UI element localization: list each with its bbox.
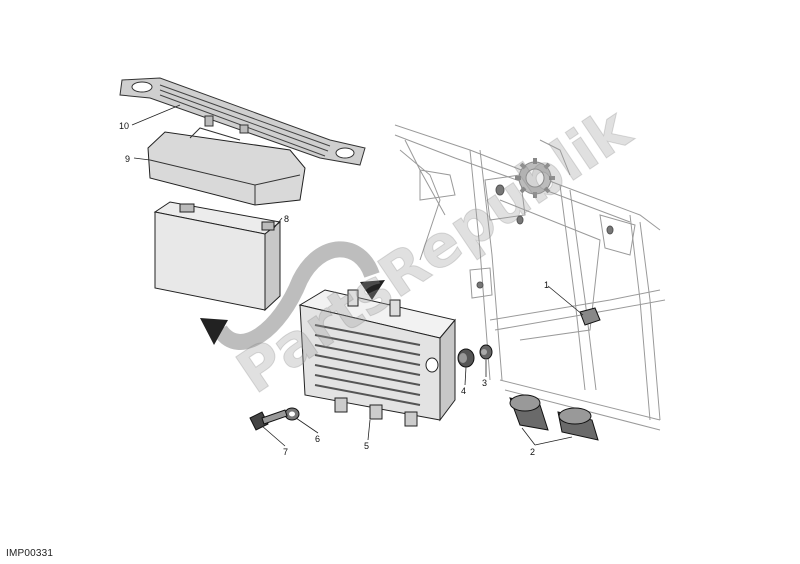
battery: [153, 201, 282, 312]
spacer-left: [509, 394, 549, 431]
grommet: [457, 348, 475, 368]
install-direction-arrow: [200, 241, 385, 350]
callout-6: 6: [315, 434, 320, 444]
clip-nut: [579, 307, 601, 326]
frame-lugs: [476, 184, 614, 289]
callout-7: 7: [283, 447, 288, 457]
spacer-right: [557, 407, 599, 441]
callout-2: 2: [530, 447, 535, 457]
callout-5: 5: [364, 441, 369, 451]
callout-3: 3: [482, 378, 487, 388]
leader-lines: [131, 104, 584, 447]
battery-box: [298, 289, 456, 427]
battery-cover: [147, 115, 306, 206]
gear-logo-icon: [515, 158, 555, 198]
callout-4: 4: [461, 386, 466, 396]
callout-1: 1: [544, 280, 549, 290]
callouts: 10 9 8 1 2 3 4 5 6 7: [119, 121, 549, 457]
callout-10: 10: [119, 121, 129, 131]
callout-9: 9: [125, 154, 130, 164]
callout-8: 8: [284, 214, 289, 224]
diagram-code: IMP00331: [6, 548, 54, 559]
grommet-small: [479, 344, 493, 360]
bolt: [249, 409, 288, 431]
